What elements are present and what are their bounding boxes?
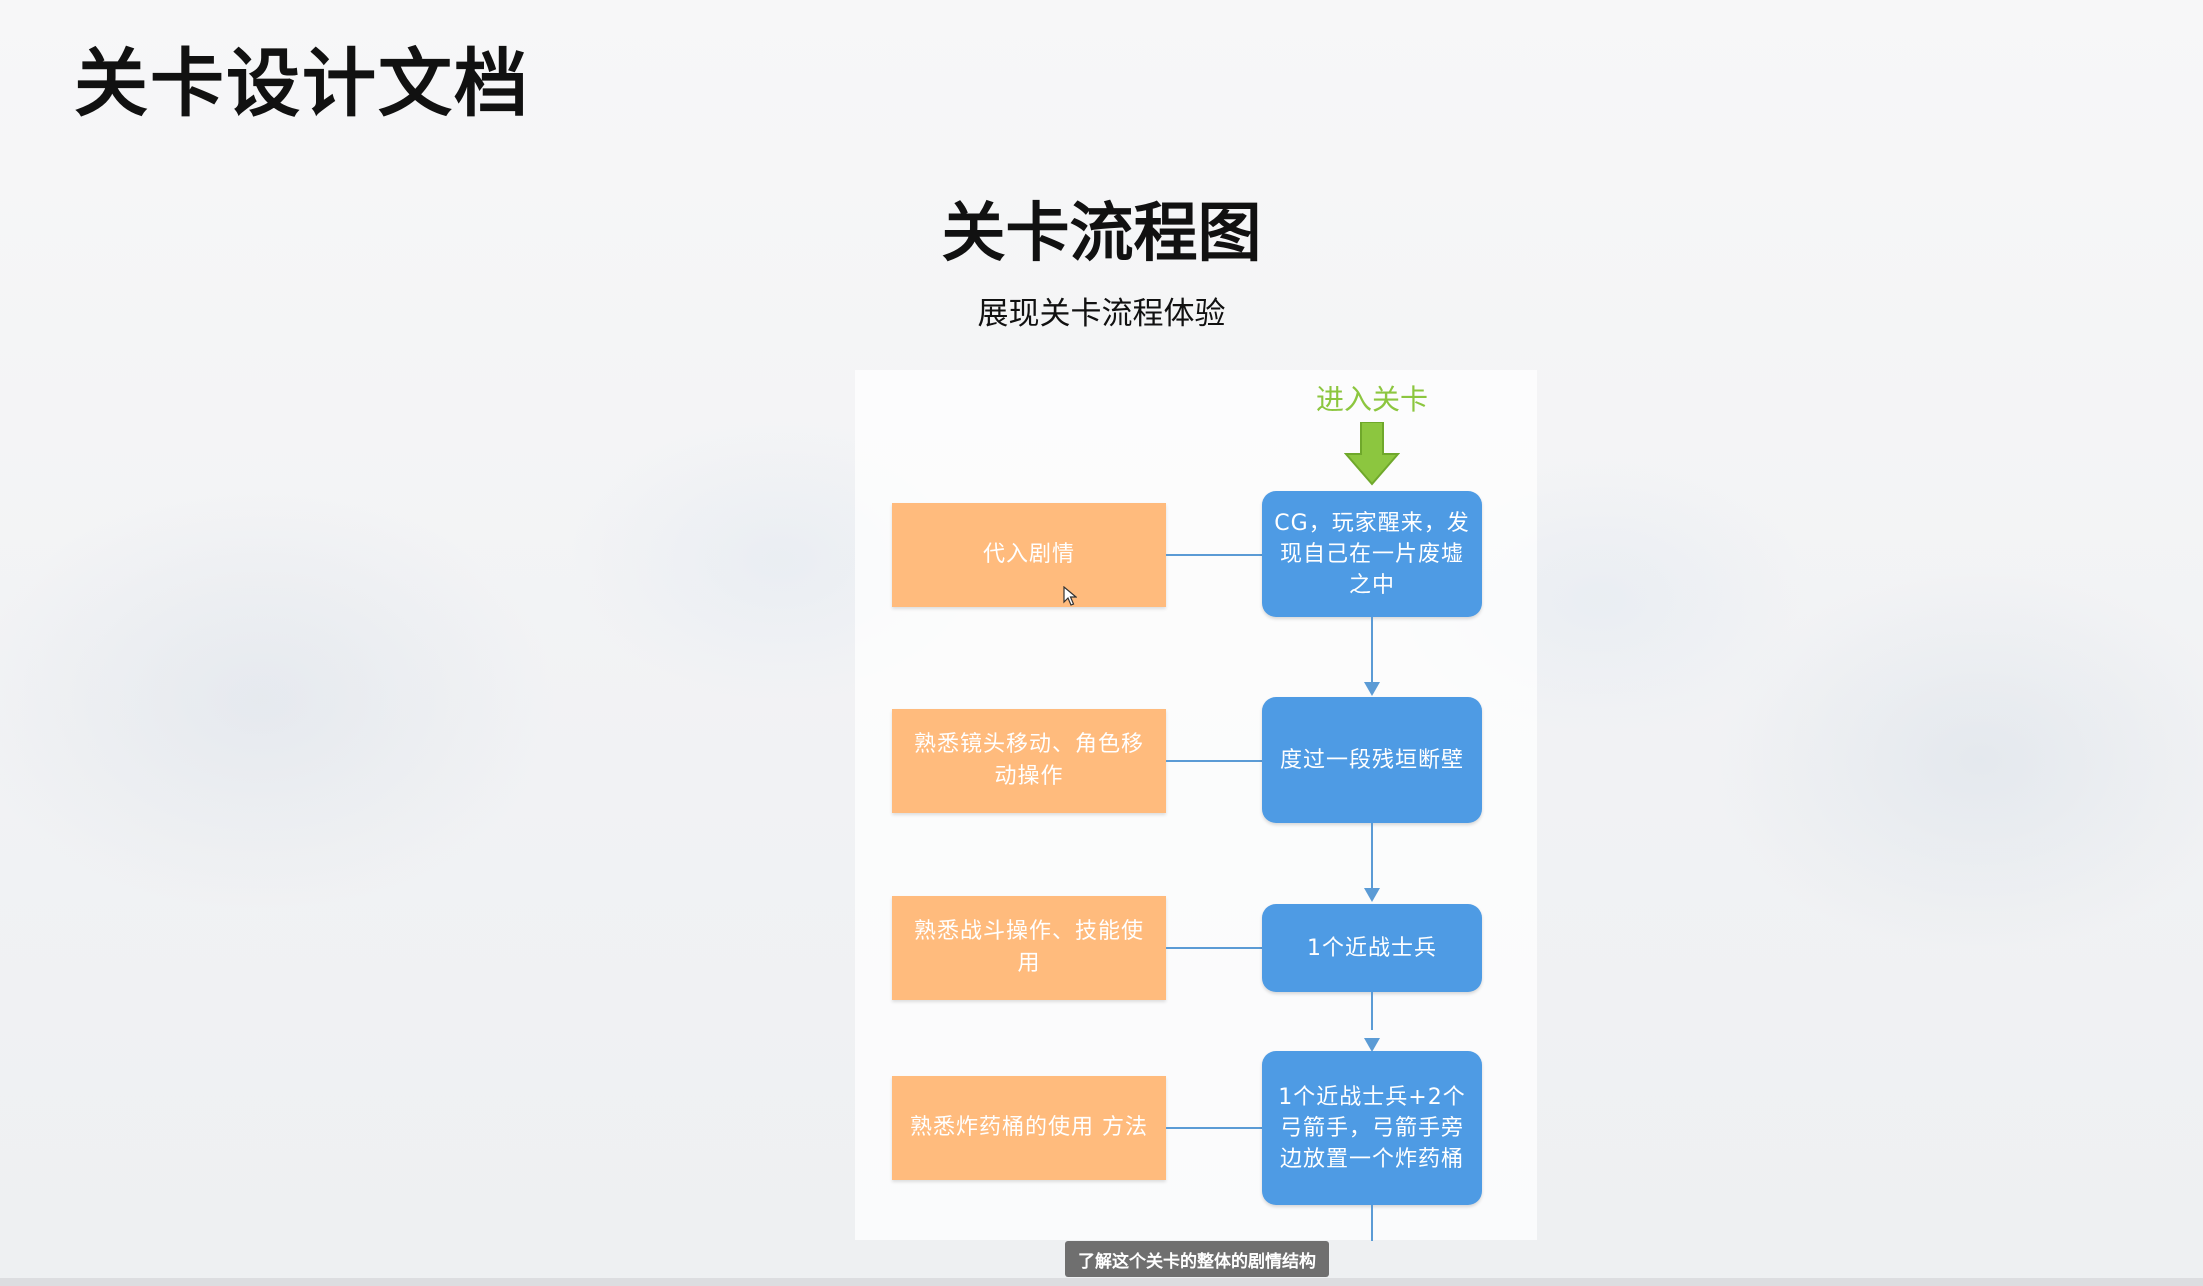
flow-arrowhead-3: [1364, 1038, 1380, 1052]
step-2-goal-label: 熟悉镜头移动、角色移动操作: [913, 732, 1144, 789]
step-4-goal-label: 熟悉炸药桶的使用 方法: [910, 1115, 1148, 1140]
flow-line-1: [1371, 617, 1373, 684]
step-3-goal-box: 熟悉战斗操作、技能使用: [892, 896, 1166, 1000]
step-4-connector: [1166, 1127, 1262, 1129]
step-1-event-label: CG，玩家醒来，发现自己在一片废墟之中: [1274, 510, 1470, 598]
flowchart-title: 关卡流程图: [941, 197, 1262, 271]
flow-arrowhead-1: [1364, 682, 1380, 696]
bottom-bar: [0, 1278, 2203, 1286]
step-3-connector: [1166, 947, 1262, 949]
step-1-connector: [1166, 554, 1262, 556]
mouse-cursor-icon: [1063, 586, 1077, 606]
step-3-event-label: 1个近战士兵: [1307, 935, 1437, 961]
step-1-goal-label: 代入剧情: [982, 542, 1075, 567]
flow-arrowhead-2: [1364, 888, 1380, 902]
step-2-event-label: 度过一段残垣断壁: [1279, 747, 1464, 773]
step-4-goal-box: 熟悉炸药桶的使用 方法: [892, 1076, 1166, 1180]
step-1-goal-box: 代入剧情: [892, 503, 1166, 607]
flow-line-4: [1371, 1205, 1373, 1241]
step-3-event-box: 1个近战士兵: [1262, 904, 1482, 992]
step-2-goal-box: 熟悉镜头移动、角色移动操作: [892, 709, 1166, 813]
arrow-down-icon: [1344, 422, 1400, 486]
flowchart-subtitle: 展现关卡流程体验: [977, 296, 1226, 332]
step-4-event-label: 1个近战士兵+2个弓箭手，弓箭手旁边放置一个炸药桶: [1278, 1084, 1466, 1172]
flow-line-3: [1371, 992, 1373, 1030]
step-2-connector: [1166, 760, 1262, 762]
step-2-event-box: 度过一段残垣断壁: [1262, 697, 1482, 823]
flow-line-2: [1371, 823, 1373, 889]
start-label: 进入关卡: [1315, 383, 1428, 416]
subtitle-caption: 了解这个关卡的整体的剧情结构: [1065, 1241, 1329, 1277]
step-4-event-box: 1个近战士兵+2个弓箭手，弓箭手旁边放置一个炸药桶: [1262, 1051, 1482, 1205]
step-1-event-box: CG，玩家醒来，发现自己在一片废墟之中: [1262, 491, 1482, 617]
document-title: 关卡设计文档: [74, 41, 530, 127]
step-3-goal-label: 熟悉战斗操作、技能使用: [913, 919, 1144, 976]
